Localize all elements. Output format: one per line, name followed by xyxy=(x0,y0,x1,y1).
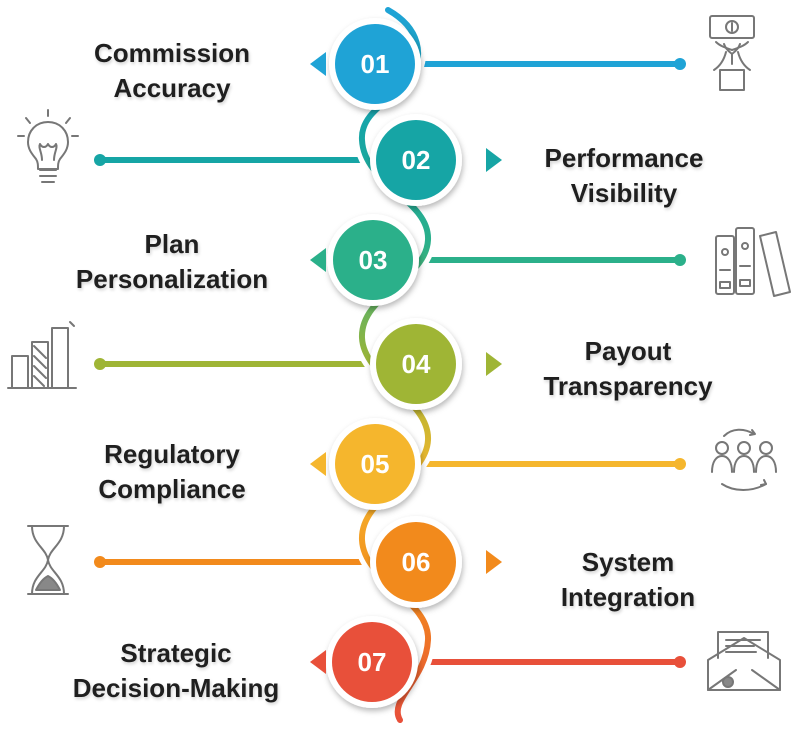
step-circle xyxy=(376,324,456,404)
step-number: 07 xyxy=(358,647,387,677)
step-title-line: Performance xyxy=(544,143,704,173)
step-pointer-triangle xyxy=(310,452,326,476)
hourglass-icon xyxy=(27,525,69,595)
step-title-line: Personalization xyxy=(75,264,269,294)
step-number: 01 xyxy=(361,49,390,79)
step-title-line: Decision-Making xyxy=(72,673,280,703)
binders-icon xyxy=(715,227,791,297)
step-circle xyxy=(332,622,412,702)
step-number: 06 xyxy=(402,547,431,577)
connector-end-dot xyxy=(674,58,686,70)
step-pointer-triangle xyxy=(486,550,502,574)
step-title-line: Commission xyxy=(93,38,251,68)
connector-end-dot xyxy=(94,556,106,568)
connector-end-dot xyxy=(674,656,686,668)
step-number: 05 xyxy=(361,449,390,479)
step-number: 02 xyxy=(402,145,431,175)
connector-end-dot xyxy=(674,254,686,266)
step-title-line: Plan xyxy=(144,229,200,259)
step-pointer-triangle xyxy=(486,352,502,376)
step-title-line: Regulatory xyxy=(104,439,240,469)
team-cycle-icon xyxy=(711,428,777,491)
step-circle xyxy=(376,522,456,602)
step-title-line: System xyxy=(581,547,675,577)
step-pointer-triangle xyxy=(310,248,326,272)
connector-end-dot xyxy=(674,458,686,470)
step-pointer-triangle xyxy=(310,650,326,674)
step-title-line: Transparency xyxy=(543,371,713,401)
step-title-line: Payout xyxy=(584,336,672,366)
step-nodes: 01 02 03 04 05 06 07 xyxy=(310,18,502,708)
step-circle xyxy=(333,220,413,300)
step-title-line: Compliance xyxy=(98,474,246,504)
step-pointer-triangle xyxy=(310,52,326,76)
step-circle xyxy=(335,424,415,504)
step-number: 03 xyxy=(359,245,388,275)
step-circle xyxy=(335,24,415,104)
step-title-line: Accuracy xyxy=(113,73,231,103)
connector-end-dot xyxy=(94,358,106,370)
connector-end-dot xyxy=(94,154,106,166)
bar-chart-icon xyxy=(7,321,77,389)
step-pointer-triangle xyxy=(486,148,502,172)
money-hand-icon xyxy=(709,15,755,91)
envelope-letter-icon xyxy=(707,631,781,691)
step-title-line: Integration xyxy=(560,582,696,612)
step-circle xyxy=(376,120,456,200)
step-title-line: Strategic xyxy=(120,638,232,668)
step-title-line: Visibility xyxy=(570,178,678,208)
connector-lines xyxy=(94,58,686,668)
lightbulb-icon xyxy=(17,109,79,183)
step-number: 04 xyxy=(402,349,431,379)
